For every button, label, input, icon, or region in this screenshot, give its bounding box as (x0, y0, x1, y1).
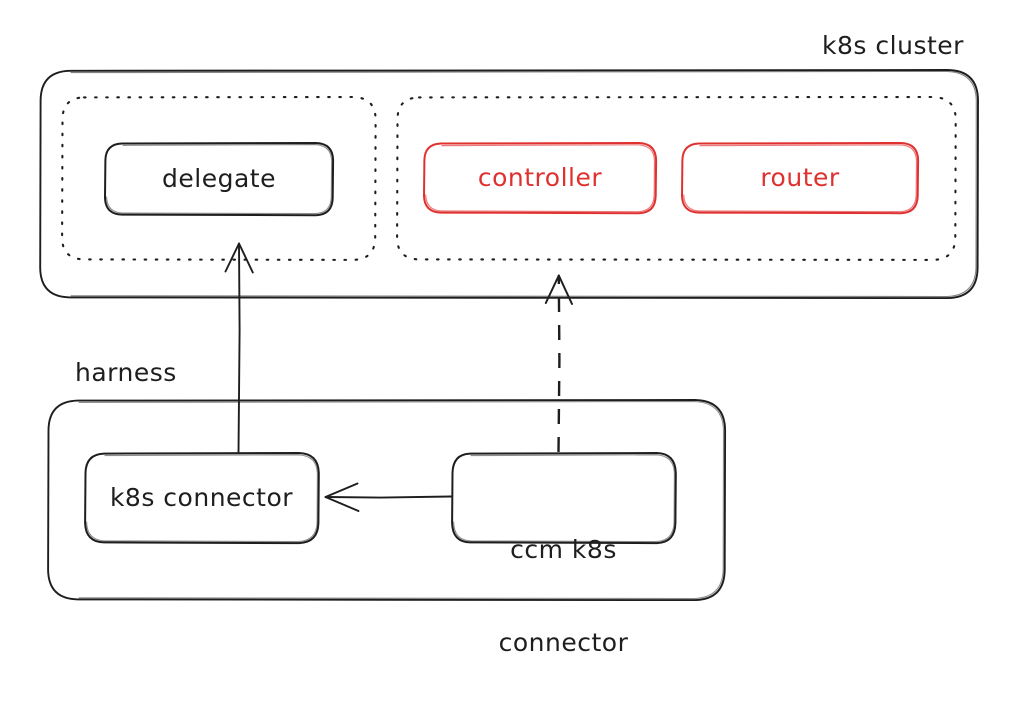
node-router[interactable] (681, 142, 920, 215)
node-controller[interactable] (423, 142, 658, 215)
node-ccm-connector[interactable] (451, 452, 677, 545)
diagram-sketch-layer (39, 69, 979, 602)
edge-ccm-to-k8s-connector[interactable] (324, 482, 452, 512)
edge-ccm-to-red-group[interactable] (544, 274, 573, 453)
edge-k8s-connector-to-delegate[interactable] (224, 242, 254, 454)
node-k8s-connector[interactable] (84, 452, 320, 545)
node-delegate[interactable] (104, 142, 335, 217)
diagram-canvas: k8s cluster harness delegate controller … (39, 31, 979, 658)
container-k8s-cluster[interactable] (39, 69, 979, 300)
group-delegate-dotted[interactable] (61, 95, 377, 261)
container-harness[interactable] (47, 399, 727, 602)
